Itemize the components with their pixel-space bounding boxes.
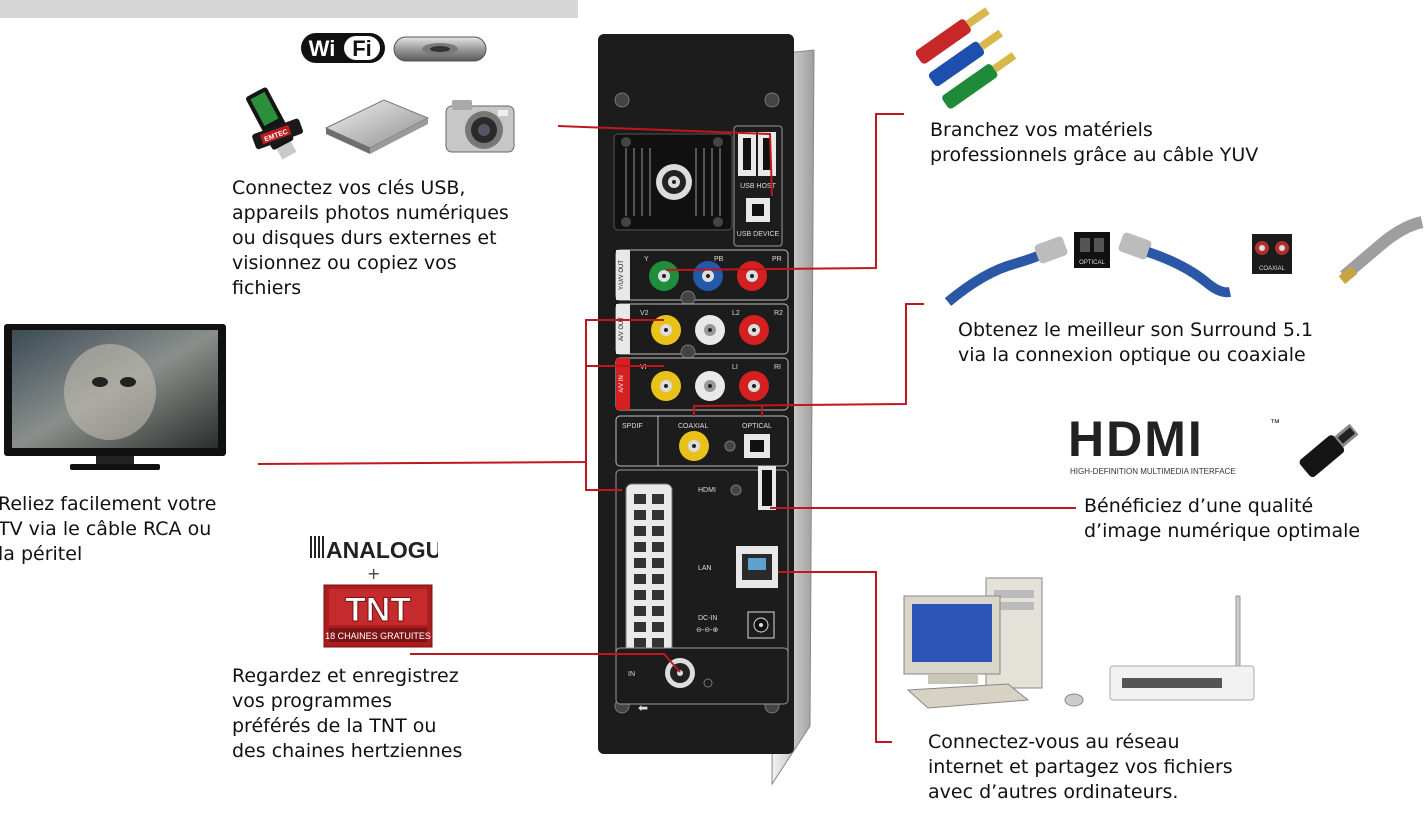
wifi-text-a: Wi — [309, 36, 336, 61]
usb-caption: Connectez vos clés USB, appareils photos… — [232, 177, 509, 299]
arrow-label: ⬅ — [638, 701, 648, 715]
audio-connector-line — [693, 303, 924, 416]
av-out-label: A/V OUT — [619, 317, 625, 341]
hdmi-logo-text: HDMI — [1068, 412, 1204, 467]
computer-image — [898, 572, 1098, 712]
tv-connector-line-3 — [585, 462, 622, 491]
hdmi-subtext: HIGH-DEFINITION MULTIMEDIA INTERFACE — [1070, 467, 1236, 476]
hdmi-caption: Bénéficiez d’une qualité d’image numériq… — [1084, 495, 1361, 542]
y-label: Y — [644, 256, 649, 263]
lan-caption: Connectez-vous au réseau internet et par… — [928, 731, 1233, 803]
analogue-text: ANALOGUE — [326, 537, 438, 563]
v1-label: VI — [640, 364, 647, 371]
usb-device-label: USB DEVICE — [737, 231, 780, 238]
in-label: IN — [628, 671, 635, 678]
yuv-out-label: Y/U/V OUT — [619, 260, 625, 290]
hdmi-plug-image — [1288, 416, 1368, 486]
yuv-connector-line — [665, 113, 904, 271]
pr-label: PR — [772, 256, 782, 263]
spdif-label: SPDIF — [622, 423, 643, 430]
lan-port-label: LAN — [698, 565, 712, 572]
optical-small-text: OPTICAL — [1079, 260, 1105, 266]
lan-connector-line — [778, 571, 892, 743]
wifi-dongle-image — [392, 32, 488, 66]
usb-host-label: USB HOST — [740, 183, 777, 190]
coaxial-small-text: COAXIAL — [1259, 266, 1286, 272]
tv-caption: Reliez facilement votre TV via le câble … — [0, 493, 217, 565]
tnt-text: TNT — [345, 591, 411, 629]
tnt-subtext: 18 CHAINES GRATUITES — [325, 631, 431, 641]
dcin-label: DC-IN — [698, 615, 717, 622]
tv-image — [0, 322, 230, 474]
yuv-cables-image — [916, 0, 1026, 110]
optical-label: OPTICAL — [742, 423, 772, 430]
plus-sign: + — [367, 564, 381, 583]
pb-label: PB — [714, 256, 724, 263]
tv-connector-line — [257, 319, 664, 465]
camera-image — [440, 92, 520, 162]
analogue-logo: ANALOGUE — [308, 530, 438, 564]
antenna-connector-line — [410, 653, 681, 673]
usb-connector-line — [557, 125, 773, 197]
v2-label: V2 — [640, 310, 649, 317]
usb-stick-image: EMTEC — [238, 80, 314, 164]
hdmi-port-label: HDMI — [698, 487, 716, 494]
dc-polarity-label: ⊖-⊖-⊕ — [696, 627, 718, 634]
r2-label: R2 — [774, 310, 783, 317]
r1-label: RI — [774, 364, 781, 371]
tnt-logo: TNT 18 CHAINES GRATUITES — [323, 584, 433, 648]
l2-label: L2 — [732, 310, 740, 317]
external-hdd-image — [322, 94, 432, 158]
router-image — [1108, 592, 1258, 712]
hdmi-tm-text: ™ — [1270, 418, 1280, 429]
tnt-caption: Regardez et enregistrez vos programmes p… — [232, 665, 463, 762]
top-gray-band — [0, 0, 578, 18]
wifi-text-b: Fi — [352, 36, 372, 61]
coaxial-label: COAXIAL — [678, 423, 708, 430]
hdmi-logo: HDMI ™ HIGH-DEFINITION MULTIMEDIA INTERF… — [1068, 412, 1288, 478]
l1-label: LI — [732, 364, 738, 371]
media-player-back-panel: USB HOST USB DEVICE Y/U/V OUT Y PB PR A/… — [586, 14, 820, 814]
av-in-label: A/V IN — [619, 375, 625, 392]
wifi-logo: Wi Fi — [300, 30, 386, 66]
audio-caption: Obtenez le meilleur son Surround 5.1 via… — [958, 319, 1314, 366]
yuv-caption: Branchez vos matériels professionnels gr… — [930, 119, 1259, 166]
audio-cables-image: OPTICAL COAXIAL — [944, 212, 1424, 312]
